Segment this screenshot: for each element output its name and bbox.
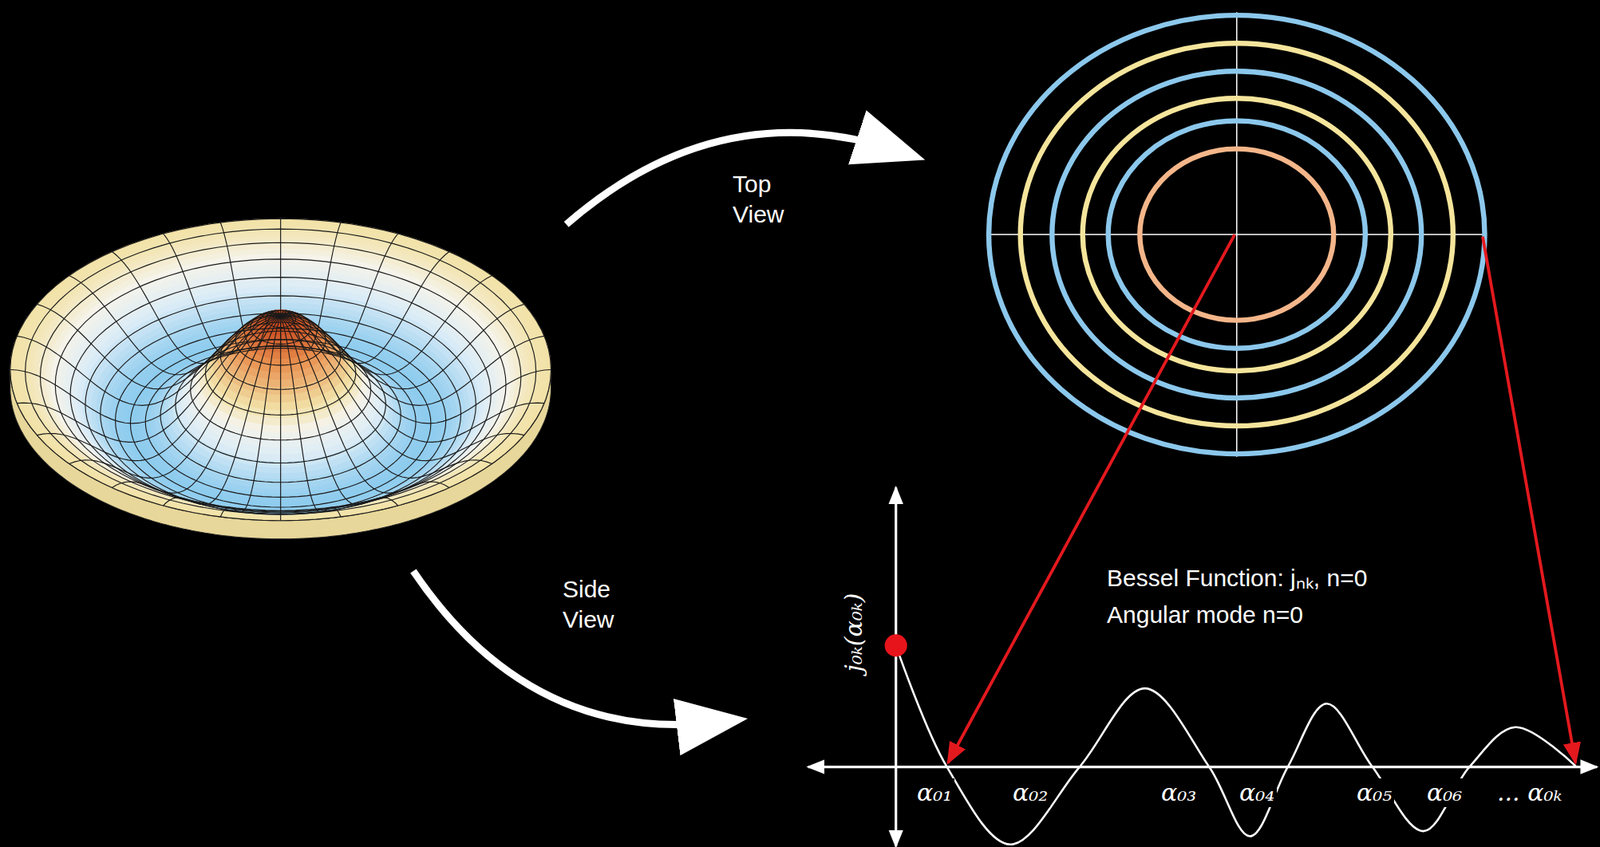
mesh-radial	[163, 316, 281, 506]
mode-ring	[1020, 43, 1454, 427]
scaled-art	[10, 11, 1597, 847]
mesh-ring	[10, 218, 552, 521]
mesh-radial	[10, 316, 281, 424]
mode-ring	[1108, 121, 1366, 349]
mesh-radial	[280, 252, 450, 364]
mesh-radial	[111, 316, 281, 494]
mesh-radial	[280, 316, 545, 443]
mesh-radial	[280, 316, 493, 479]
bessel-curve	[896, 645, 1577, 845]
plot-note: Bessel Function: jₙₖ, n=0	[1106, 563, 1367, 594]
x-axis	[808, 766, 1597, 769]
mesh-radial	[163, 233, 281, 356]
mode-ring	[1082, 98, 1391, 372]
mesh-radial	[220, 222, 281, 351]
surface-mesh	[10, 218, 552, 521]
mesh-radial	[280, 304, 525, 389]
mesh-radial	[280, 316, 450, 494]
mesh-radial	[280, 316, 552, 424]
zero-label: ... α₀ₖ	[1494, 778, 1565, 808]
bessel-surface	[10, 218, 552, 540]
mesh-radial	[280, 316, 399, 506]
zero-label: α₀₂	[1010, 778, 1051, 808]
crosshair	[1236, 11, 1238, 458]
surface-band	[10, 218, 552, 521]
mesh-radial	[280, 218, 281, 348]
top-view-arrow	[566, 132, 899, 225]
axis-label: j₀ₖ(α₀ₖ)	[839, 591, 869, 676]
mesh-radial	[280, 316, 545, 406]
y-axis	[894, 487, 897, 847]
start-dot	[884, 634, 908, 657]
zero-label: α₀₅	[1354, 778, 1395, 808]
plot-note: Angular mode n=0	[1106, 600, 1304, 631]
zero-label: α₀₁	[914, 778, 955, 808]
view-label: Top View	[732, 169, 784, 230]
bessel-plot	[808, 487, 1597, 847]
mode-ring	[1139, 149, 1334, 321]
mesh-radial	[280, 233, 399, 356]
mode-ring	[988, 15, 1485, 455]
top-view-rings	[988, 11, 1485, 458]
mesh-radial	[69, 276, 281, 376]
mesh-radial	[36, 304, 281, 389]
zero-label: α₀₃	[1158, 778, 1199, 808]
red-leader	[1482, 237, 1576, 764]
red-leader	[948, 234, 1235, 763]
mesh-radial	[280, 316, 341, 518]
mode-ring	[1051, 71, 1422, 399]
side-view-arrow	[413, 571, 720, 725]
view-label: Side View	[562, 574, 614, 635]
zero-label: α₀₄	[1236, 778, 1277, 808]
mesh-radial	[280, 316, 525, 461]
zero-label: α₀₆	[1424, 778, 1465, 808]
